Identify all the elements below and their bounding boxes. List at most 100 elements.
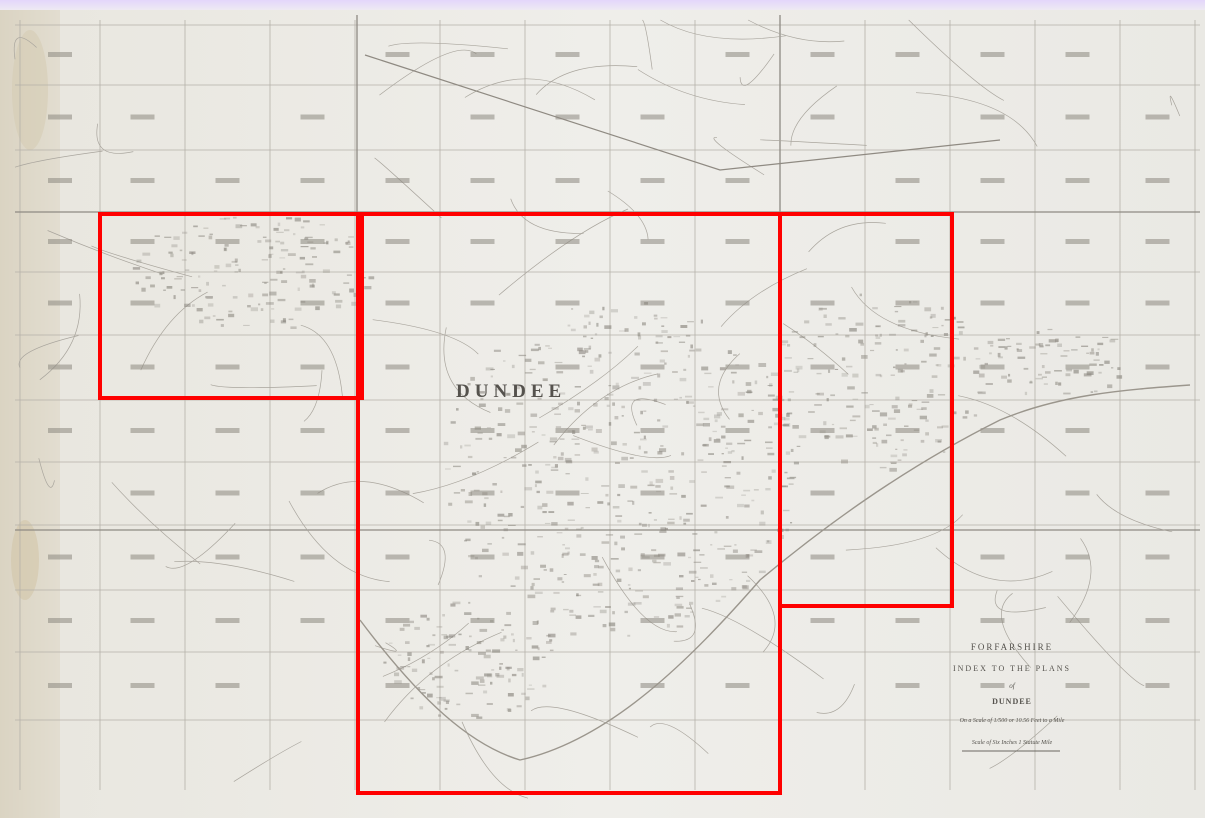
sheet-number-mark [215,618,240,623]
building-block [633,431,640,434]
building-block [468,601,471,604]
building-block [487,543,492,545]
building-block [893,409,901,413]
building-block [181,259,187,261]
building-block [269,253,274,255]
building-block [517,431,525,436]
building-block [264,282,267,284]
highlight-region-east[interactable] [778,212,954,608]
building-block [693,561,702,563]
building-block [301,270,305,274]
building-block [751,499,755,502]
building-block [1089,363,1097,366]
building-block [432,677,435,681]
sheet-number-mark [1065,52,1090,57]
building-block [471,681,479,685]
sheet-number-mark [640,428,665,433]
building-block [624,328,629,332]
road [288,500,390,582]
building-block [583,325,587,329]
building-block [1097,342,1104,346]
building-block [624,610,628,614]
sheet-number-mark [130,114,155,120]
building-block [417,687,421,690]
building-block [478,575,482,578]
building-block [637,332,641,337]
road [18,335,79,369]
building-block [747,554,754,557]
building-block [503,457,507,459]
building-block [485,521,492,525]
sheet-number-mark [130,364,155,370]
building-block [490,368,495,370]
building-block [1039,345,1044,348]
building-block [830,394,835,397]
road [701,607,824,680]
building-block [692,533,698,535]
building-block [589,369,594,374]
road [1057,596,1145,687]
building-block [732,380,735,384]
building-block [488,437,493,440]
sheet-number-mark [1145,683,1170,688]
sheet-number-mark [48,52,72,57]
building-block [483,503,487,507]
building-block [733,354,737,356]
building-block [534,484,537,488]
building-block [333,250,341,254]
building-block [883,423,887,426]
building-block [1035,343,1041,346]
sheet-number-mark [385,52,410,57]
building-block [652,559,657,563]
building-block [736,471,741,475]
sheet-number-mark [215,364,240,370]
building-block [467,455,473,459]
road [851,286,960,340]
building-block [1063,350,1070,352]
highlight-region-west[interactable] [98,212,364,400]
building-block [621,405,625,409]
building-block [660,527,667,531]
building-block [615,382,619,386]
building-block [686,401,694,404]
building-block [351,301,357,306]
building-block [161,277,165,280]
building-block [531,582,535,587]
building-block [565,460,573,464]
building-block [738,413,744,418]
building-block [232,296,238,299]
building-block [396,667,405,670]
building-block [503,528,508,532]
road [660,19,786,40]
building-block [634,533,643,535]
building-block [712,582,717,585]
building-block [608,622,616,627]
building-block [1086,352,1089,354]
building-block [448,643,456,646]
building-block [492,649,501,653]
building-block [442,614,445,617]
building-block [554,361,563,364]
building-block [1041,365,1045,369]
building-block [471,713,479,717]
building-block [300,246,309,248]
sheet-number-mark [1145,300,1170,306]
building-block [180,289,185,291]
building-block [437,701,441,705]
building-block [698,578,701,581]
building-block [530,551,535,555]
building-block [753,489,759,491]
sheet-number-mark [48,428,72,433]
road [233,741,302,782]
building-block [593,403,598,407]
building-block [583,574,591,578]
building-block [483,654,491,659]
building-block [577,347,583,352]
building-block [788,483,794,485]
building-block [517,543,526,546]
building-block [668,470,674,473]
building-block [690,611,694,613]
building-block [407,652,412,656]
building-block [874,427,879,431]
